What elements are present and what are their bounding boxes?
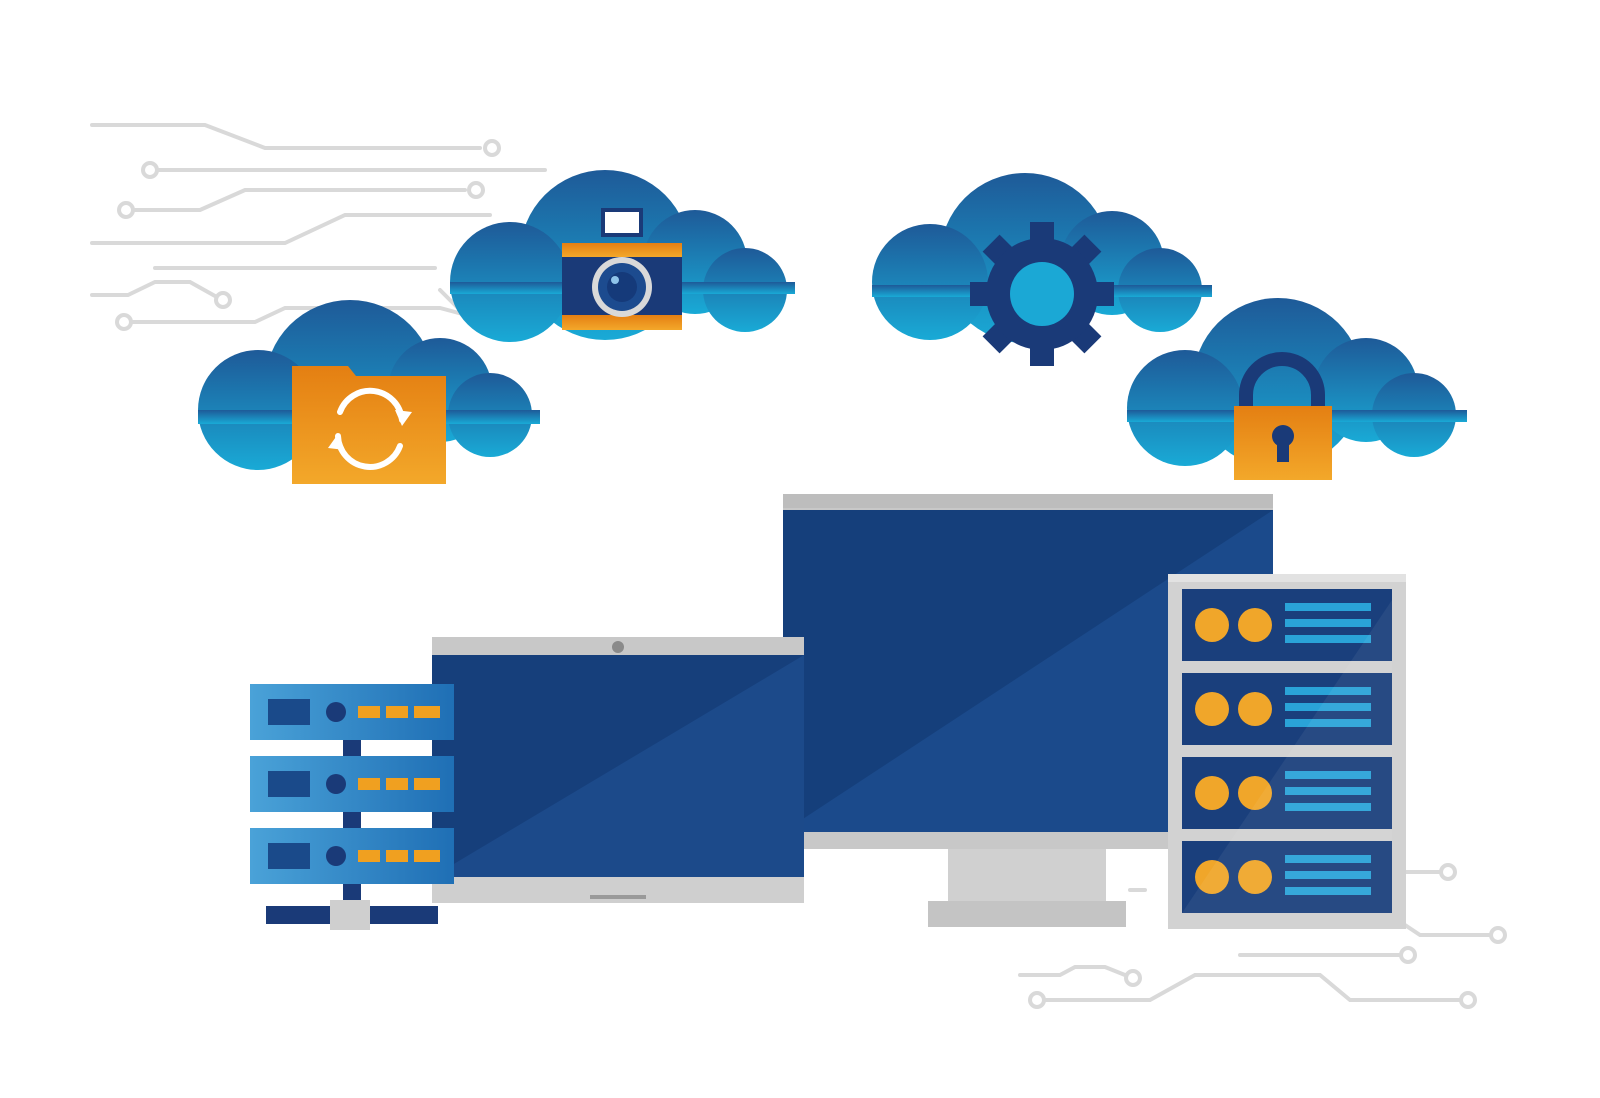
network-server-rack [250, 684, 454, 930]
gear-icon [970, 222, 1114, 366]
server-unit [1182, 673, 1392, 745]
rack-unit [250, 828, 454, 884]
padlock-icon [1234, 352, 1332, 480]
server-cabinet [1168, 574, 1406, 929]
cloud-security [1127, 298, 1467, 480]
folder-sync-icon [292, 366, 446, 484]
cloud-camera [450, 170, 795, 342]
circuit-lines-bottom-right [1018, 863, 1507, 1009]
server-unit [1182, 589, 1392, 661]
server-unit [1182, 757, 1392, 829]
server-unit [1182, 841, 1392, 913]
laptop [432, 637, 804, 903]
rack-unit [250, 684, 454, 740]
camera-icon [562, 208, 682, 330]
cloud-folder-sync [198, 300, 540, 484]
rack-unit [250, 756, 454, 812]
cloud-settings [872, 173, 1212, 366]
